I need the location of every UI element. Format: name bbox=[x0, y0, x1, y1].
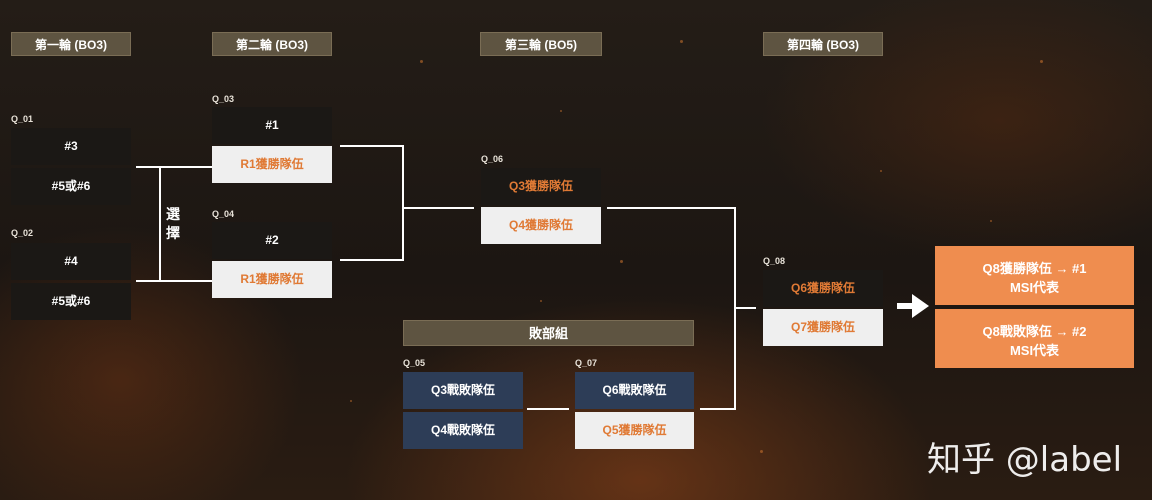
choose-char-1: 選 bbox=[166, 206, 180, 222]
arrow-right-icon bbox=[897, 294, 929, 318]
match-id-q07: Q_07 bbox=[575, 358, 598, 368]
ember bbox=[880, 170, 882, 172]
team-slot-q08-top: Q6獲勝隊伍 bbox=[763, 270, 883, 307]
connector-q03-q04 bbox=[340, 145, 404, 261]
team-slot-q06-top: Q3獲勝隊伍 bbox=[481, 168, 601, 205]
team-slot-q02-top: #4 bbox=[11, 243, 131, 280]
ember bbox=[540, 300, 542, 302]
match-id-q03: Q_03 bbox=[212, 94, 235, 104]
match-id-q05: Q_05 bbox=[403, 358, 426, 368]
result-runner-up-line2: MSI代表 bbox=[1009, 343, 1060, 358]
ember bbox=[620, 260, 623, 263]
result-runner-up-line1: Q8戰敗隊伍 → #2 bbox=[982, 324, 1087, 339]
result-winner-line2: MSI代表 bbox=[1009, 280, 1060, 295]
choose-char-2: 擇 bbox=[166, 225, 180, 241]
watermark: 知乎 @label bbox=[927, 440, 1123, 480]
team-slot-q07-top: Q6戰敗隊伍 bbox=[575, 372, 694, 409]
team-slot-q07-bottom: Q5獲勝隊伍 bbox=[575, 412, 694, 449]
ember bbox=[560, 110, 562, 112]
choose-label: 選 擇 bbox=[163, 205, 183, 243]
team-slot-q01-bottom: #5或#6 bbox=[11, 168, 131, 205]
ember bbox=[1040, 60, 1043, 63]
losers-bracket-header: 敗部組 bbox=[403, 320, 694, 346]
round-header-1: 第一輪 (BO3) bbox=[11, 32, 131, 56]
match-id-q02: Q_02 bbox=[11, 228, 34, 238]
ember bbox=[680, 40, 683, 43]
team-slot-q01-top: #3 bbox=[11, 128, 131, 165]
match-id-q08: Q_08 bbox=[763, 256, 786, 266]
team-slot-q02-bottom: #5或#6 bbox=[11, 283, 131, 320]
team-slot-q03-bottom: R1獲勝隊伍 bbox=[212, 146, 332, 183]
match-id-q06: Q_06 bbox=[481, 154, 504, 164]
team-slot-q08-bottom: Q7獲勝隊伍 bbox=[763, 309, 883, 346]
round-header-4: 第四輪 (BO3) bbox=[763, 32, 883, 56]
round-header-2: 第二輪 (BO3) bbox=[212, 32, 332, 56]
team-slot-q05-bottom: Q4戰敗隊伍 bbox=[403, 412, 523, 449]
team-slot-q04-bottom: R1獲勝隊伍 bbox=[212, 261, 332, 298]
match-id-q04: Q_04 bbox=[212, 209, 235, 219]
ember bbox=[350, 400, 352, 402]
result-winner: Q8獲勝隊伍 → #1 MSI代表 bbox=[935, 246, 1134, 305]
team-slot-q03-top: #1 bbox=[212, 107, 332, 144]
team-slot-q04-top: #2 bbox=[212, 222, 332, 259]
round-header-3: 第三輪 (BO5) bbox=[480, 32, 602, 56]
ember bbox=[760, 450, 763, 453]
team-slot-q06-bottom: Q4獲勝隊伍 bbox=[481, 207, 601, 244]
result-winner-line1: Q8獲勝隊伍 → #1 bbox=[982, 261, 1087, 276]
team-slot-q05-top: Q3戰敗隊伍 bbox=[403, 372, 523, 409]
choose-bracket-line bbox=[136, 166, 161, 282]
ember bbox=[420, 60, 423, 63]
ember bbox=[990, 220, 992, 222]
match-id-q01: Q_01 bbox=[11, 114, 34, 124]
result-runner-up: Q8戰敗隊伍 → #2 MSI代表 bbox=[935, 309, 1134, 368]
